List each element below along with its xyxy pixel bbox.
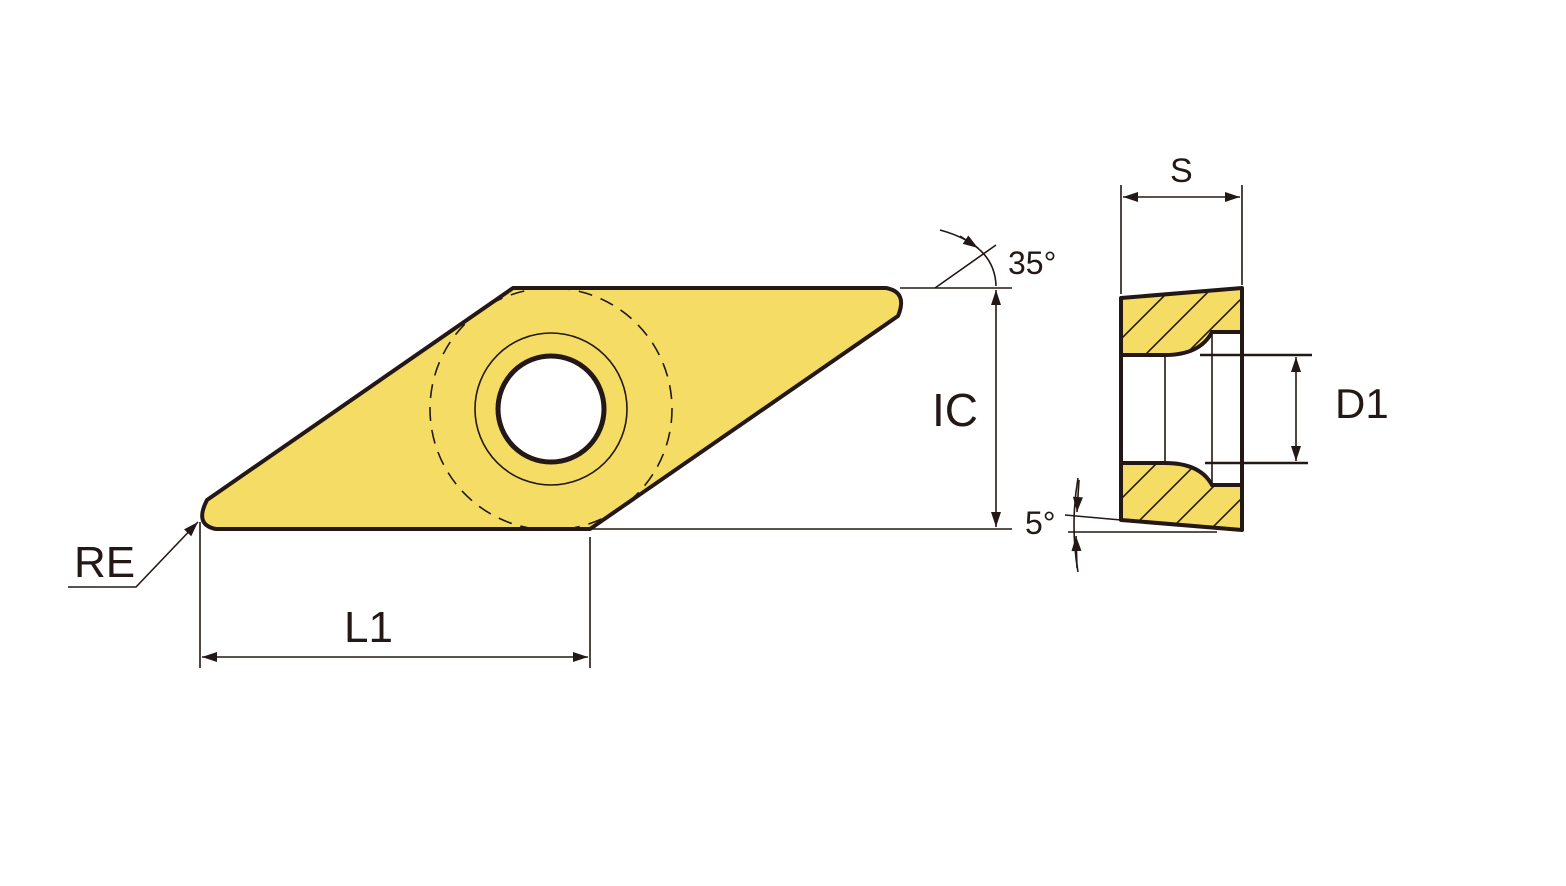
s-label: S: [1170, 152, 1193, 190]
l1-label: L1: [344, 603, 393, 652]
d1-dimension: D1: [1200, 353, 1389, 465]
angle-35-label: 35°: [1008, 245, 1056, 281]
angle-5-dimension: 5°: [1025, 477, 1217, 573]
countersink-circle: [474, 332, 628, 486]
ic-dimension: IC: [590, 287, 1012, 530]
re-label: RE: [74, 538, 135, 587]
d1-label: D1: [1335, 380, 1389, 427]
s-dimension: S: [1120, 152, 1243, 294]
insert-top-view: [200, 286, 903, 531]
ic-label: IC: [932, 384, 978, 436]
center-hole: [495, 353, 607, 465]
re-dimension: RE: [68, 521, 199, 588]
inscribed-circle-dashed: [429, 287, 673, 531]
l1-dimension: L1: [199, 522, 591, 668]
angle-35-dimension: 35°: [934, 229, 1056, 289]
angle-5-label: 5°: [1025, 505, 1056, 541]
insert-cross-section: [1119, 286, 1244, 532]
